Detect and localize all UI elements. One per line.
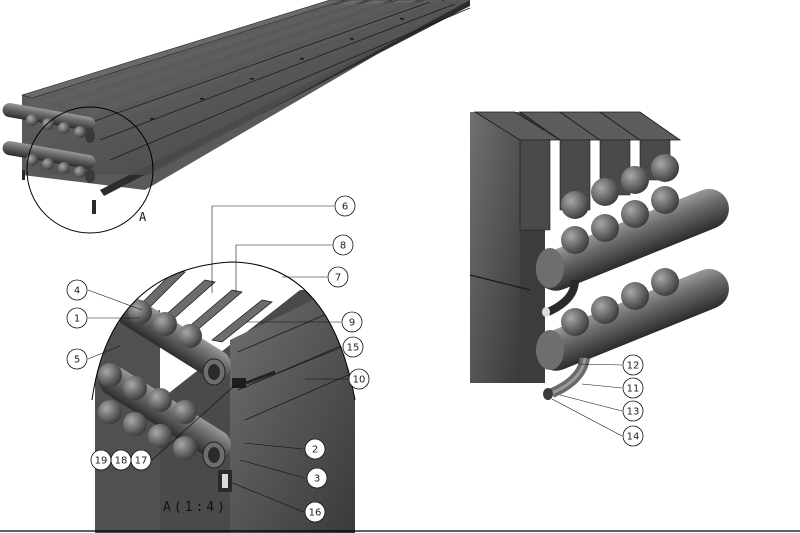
svg-text:10: 10 [353, 375, 366, 386]
svg-text:6: 6 [342, 202, 348, 213]
svg-text:18: 18 [115, 456, 128, 467]
callout-bubbles: 1 2 3 4 5 6 7 8 9 10 11 12 13 14 15 16 1… [66, 195, 644, 523]
detail-view-a [91, 261, 356, 533]
callout-11: 11 [622, 377, 644, 399]
callout-2: 2 [304, 438, 326, 460]
callout-10: 10 [348, 368, 370, 390]
svg-text:3: 3 [314, 474, 320, 485]
callout-12: 12 [622, 354, 644, 376]
svg-text:2: 2 [312, 445, 318, 456]
callout-6: 6 [334, 195, 356, 217]
svg-text:14: 14 [627, 432, 640, 443]
callout-3: 3 [306, 467, 328, 489]
svg-text:4: 4 [74, 286, 80, 297]
callout-14: 14 [622, 425, 644, 447]
callout-13: 13 [622, 400, 644, 422]
svg-text:17: 17 [135, 456, 148, 467]
svg-text:19: 19 [95, 456, 108, 467]
callout-17: 17 [130, 449, 152, 471]
perspective-view [469, 111, 729, 400]
detail-marker-a: A [139, 210, 147, 224]
callout-19: 19 [90, 449, 112, 471]
svg-text:13: 13 [627, 407, 640, 418]
svg-text:7: 7 [335, 273, 341, 284]
overview-assembly [2, 0, 471, 234]
callout-7: 7 [327, 266, 349, 288]
svg-text:12: 12 [627, 361, 640, 372]
callout-8: 8 [332, 234, 354, 256]
callout-18: 18 [110, 449, 132, 471]
svg-text:15: 15 [347, 343, 360, 354]
detail-caption: A(1:4) [163, 500, 228, 515]
leader-lines [87, 205, 623, 513]
callout-4: 4 [66, 279, 88, 301]
callout-15: 15 [342, 336, 364, 358]
callout-1: 1 [66, 307, 88, 329]
svg-text:5: 5 [74, 355, 80, 366]
svg-text:11: 11 [627, 384, 640, 395]
callout-16: 16 [304, 501, 326, 523]
callout-5: 5 [66, 348, 88, 370]
svg-text:16: 16 [309, 508, 322, 519]
callout-9: 9 [341, 311, 363, 333]
svg-text:8: 8 [340, 241, 346, 252]
detail-circle-a [26, 106, 154, 234]
svg-text:9: 9 [349, 318, 355, 329]
svg-text:1: 1 [74, 314, 80, 325]
